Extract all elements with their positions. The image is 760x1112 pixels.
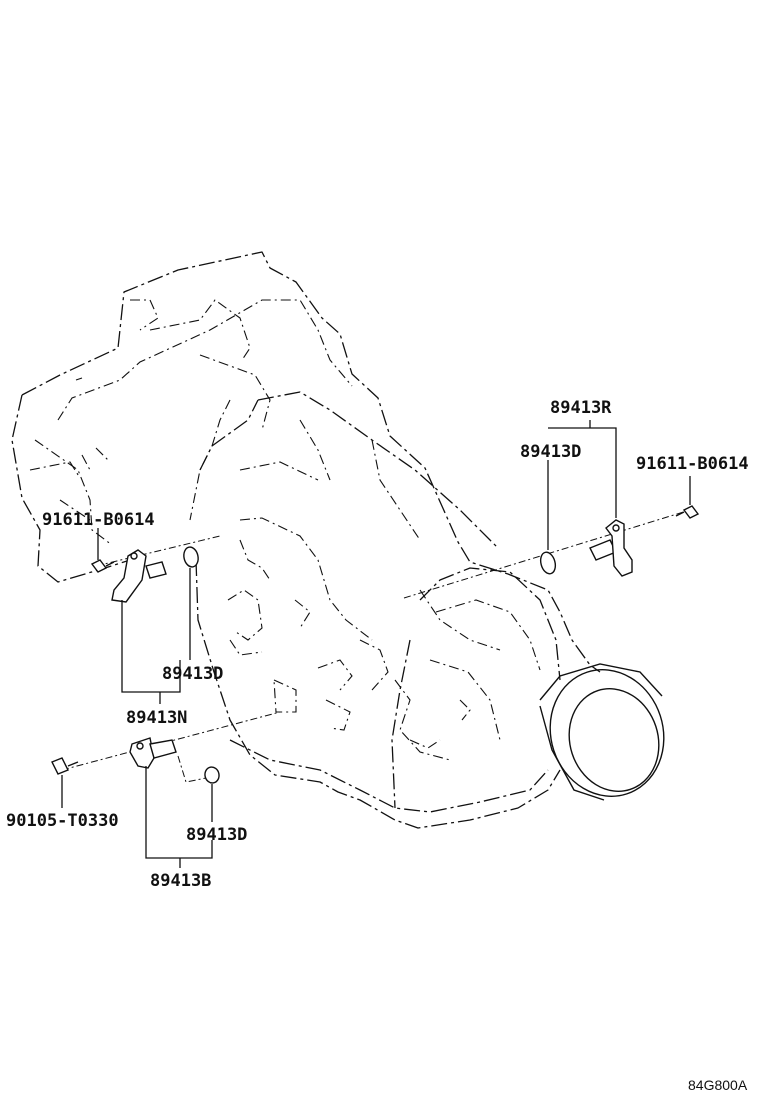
label-89413d-right: 89413D bbox=[520, 442, 581, 462]
label-89413d-bottom: 89413D bbox=[186, 825, 247, 845]
o-ring-right bbox=[539, 551, 557, 575]
transmission-housing bbox=[11, 251, 601, 829]
o-ring-middle bbox=[183, 546, 199, 568]
speed-sensor-n bbox=[111, 549, 167, 603]
label-89413r: 89413R bbox=[550, 398, 612, 418]
sensor-group-bottom bbox=[51, 711, 281, 868]
label-89413b: 89413B bbox=[150, 871, 211, 891]
label-91611-b0614-left: 91611-B0614 bbox=[42, 510, 155, 530]
speed-sensor-r bbox=[589, 519, 633, 577]
sensor-group-left bbox=[90, 528, 221, 704]
sensor-group-right bbox=[403, 420, 700, 599]
label-89413n: 89413N bbox=[126, 708, 187, 728]
bolt-right bbox=[675, 505, 700, 519]
speed-sensor-b bbox=[129, 737, 177, 769]
bolt-left bbox=[90, 559, 115, 573]
label-91611-b0614-right: 91611-B0614 bbox=[636, 454, 749, 474]
o-ring-bottom bbox=[204, 766, 220, 784]
label-89413d-middle: 89413D bbox=[162, 664, 223, 684]
label-90105-t0330: 90105-T0330 bbox=[6, 811, 119, 831]
output-flange bbox=[539, 663, 665, 801]
figure-code: 84G800A bbox=[688, 1077, 748, 1093]
bolt-bottom bbox=[51, 757, 79, 775]
